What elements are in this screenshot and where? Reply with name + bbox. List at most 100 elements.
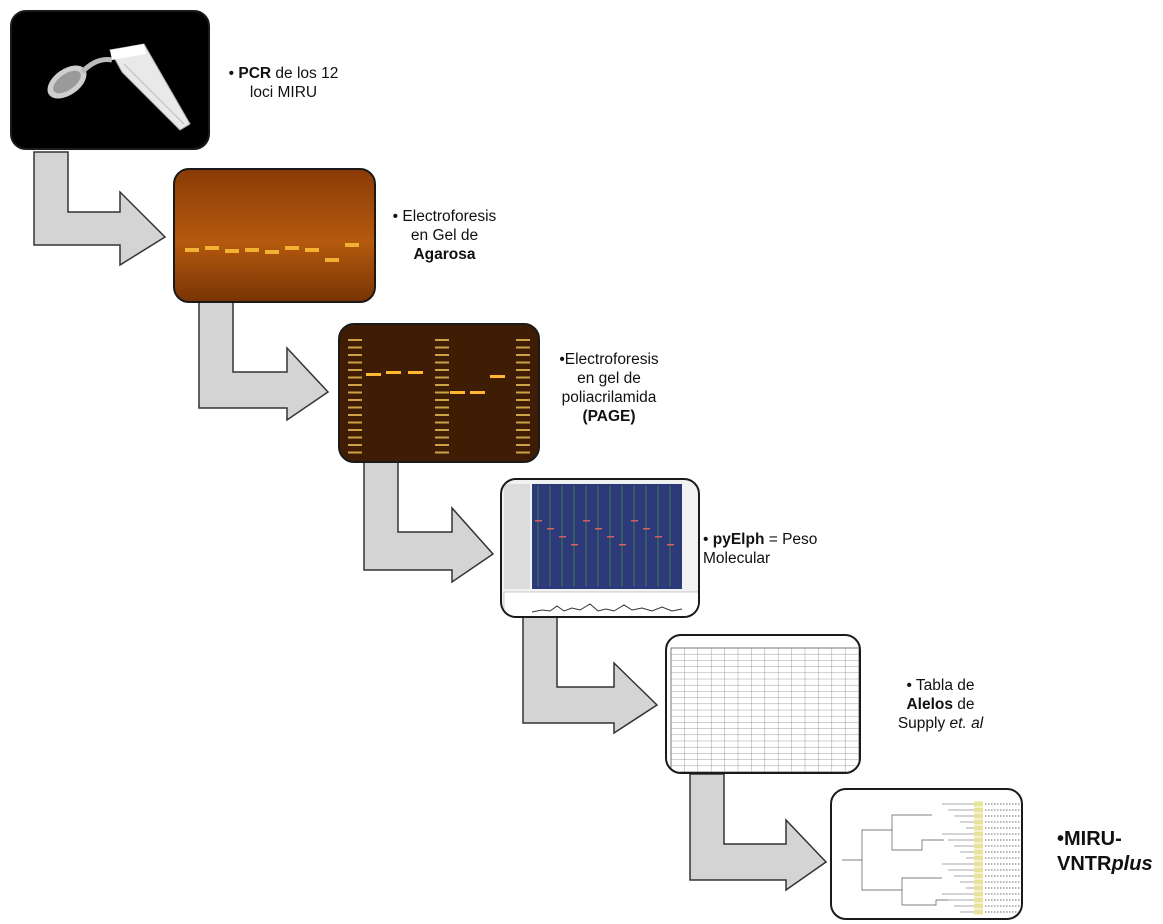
page-ladder-band xyxy=(435,406,449,409)
page-ladder-band xyxy=(348,444,362,446)
dendrogram-leaf-marker xyxy=(974,897,983,903)
pyelph-band-mark xyxy=(607,536,614,538)
agarose-gel-image xyxy=(173,168,376,303)
page-sample-band xyxy=(450,391,465,394)
step-label-pcr: • PCR de los 12 loci MIRU xyxy=(228,65,339,101)
page-ladder-band xyxy=(435,414,449,416)
page-ladder-band xyxy=(348,436,362,439)
arrow-step1-to-step2 xyxy=(33,151,167,267)
pcr-tube-image xyxy=(10,10,210,150)
pyelph-band-mark xyxy=(631,520,638,522)
page-sample-band xyxy=(366,373,381,376)
page-ladder-band xyxy=(435,391,449,394)
dendrogram-leaf-marker xyxy=(974,873,983,879)
step-label-alleles: • Tabla de Alelos de Supply et. al xyxy=(897,677,984,732)
dendrogram-leaf-marker xyxy=(974,825,983,831)
pyelph-band-mark xyxy=(619,544,626,546)
dendrogram-leaf-marker xyxy=(974,861,983,867)
page-ladder-band xyxy=(435,421,449,424)
page-ladder-band xyxy=(348,451,362,454)
pyelph-band-mark xyxy=(655,536,662,538)
page-ladder-band xyxy=(348,414,362,416)
page-ladder-band xyxy=(435,451,449,454)
page-sample-band xyxy=(470,391,485,394)
page-ladder-band xyxy=(348,369,362,371)
dendrogram-leaf-marker xyxy=(974,879,983,885)
page-ladder-band xyxy=(435,429,449,431)
page-ladder-band xyxy=(348,346,362,349)
step-label-page: •Electroforesis en gel de poliacrilamida… xyxy=(559,351,659,425)
pyelph-band-mark xyxy=(643,528,650,530)
arrow-step2-to-step3 xyxy=(198,301,330,422)
page-ladder-band xyxy=(435,399,449,401)
pyelph-band-mark xyxy=(583,520,590,522)
dendrogram-leaf-marker xyxy=(974,837,983,843)
page-ladder-band xyxy=(348,406,362,409)
page-sample-band xyxy=(490,375,505,378)
page-ladder-band xyxy=(435,444,449,446)
page-sample-band xyxy=(408,371,423,374)
pyelph-band-mark xyxy=(547,528,554,530)
page-sample-band xyxy=(386,371,401,374)
step-label-miru-vntrplus: •MIRU- VNTRplus xyxy=(1057,828,1153,875)
page-ladder-band xyxy=(516,399,530,401)
page-ladder-band xyxy=(435,339,449,341)
step-label-pyelph: • pyElph = Peso Molecular xyxy=(703,531,818,567)
page-ladder-band xyxy=(348,384,362,386)
dendrogram-leaf-marker xyxy=(974,849,983,855)
agarose-band xyxy=(205,246,219,250)
dendrogram-leaf-marker xyxy=(974,843,983,849)
dendrogram-leaf-marker xyxy=(974,903,983,909)
agarose-band xyxy=(225,249,239,253)
page-gel-bands xyxy=(348,339,530,454)
page-ladder-band xyxy=(516,361,530,364)
page-ladder-band xyxy=(435,369,449,371)
page-ladder-band xyxy=(435,384,449,386)
agarose-band xyxy=(285,246,299,250)
dendrogram-leaf-marker xyxy=(974,801,983,807)
step-label-agarose: • Electroforesis en Gel de Agarosa xyxy=(392,208,497,263)
page-ladder-band xyxy=(516,429,530,431)
page-ladder-band xyxy=(516,421,530,424)
agarose-band xyxy=(325,258,339,262)
dendrogram-tree xyxy=(842,801,1020,915)
pyelph-gel-view xyxy=(503,484,698,616)
page-ladder-band xyxy=(435,361,449,364)
pyelph-band-mark xyxy=(535,520,542,522)
dendrogram-branch xyxy=(842,814,932,861)
page-ladder-band xyxy=(516,346,530,349)
agarose-gel-bands xyxy=(185,243,359,262)
pyelph-band-mark xyxy=(595,528,602,530)
page-ladder-band xyxy=(348,399,362,401)
dendrogram-leaf-marker xyxy=(974,813,983,819)
dendrogram-leaf-marker xyxy=(974,855,983,861)
pyelph-band-mark xyxy=(559,536,566,538)
page-ladder-band xyxy=(516,451,530,454)
page-ladder-band xyxy=(435,354,449,356)
page-ladder-band xyxy=(516,406,530,409)
page-ladder-band xyxy=(435,376,449,379)
page-ladder-band xyxy=(516,369,530,371)
page-ladder-band xyxy=(348,361,362,364)
dendrogram-leaf-marker xyxy=(974,867,983,873)
page-ladder-band xyxy=(516,444,530,446)
pcr-tube-icon xyxy=(47,43,191,131)
arrow-step3-to-step4 xyxy=(363,461,495,584)
dendrogram-leaf-marker xyxy=(974,885,983,891)
dendrogram-branch xyxy=(901,890,948,906)
page-ladder-band xyxy=(516,339,530,341)
agarose-band xyxy=(345,243,359,247)
dendrogram-leaf-marker xyxy=(974,807,983,813)
page-ladder-band xyxy=(348,421,362,424)
dendrogram-branch xyxy=(891,830,944,851)
arrow-step4-to-step5 xyxy=(522,616,659,735)
dendrogram-leaf-marker xyxy=(974,909,983,915)
page-ladder-band xyxy=(348,376,362,379)
dendrogram-image xyxy=(830,788,1023,920)
page-ladder-band xyxy=(348,339,362,341)
arrow-step5-to-step6 xyxy=(689,773,828,892)
page-ladder-band xyxy=(516,376,530,379)
page-ladder-band xyxy=(516,436,530,439)
agarose-band xyxy=(265,250,279,254)
agarose-band xyxy=(245,248,259,252)
